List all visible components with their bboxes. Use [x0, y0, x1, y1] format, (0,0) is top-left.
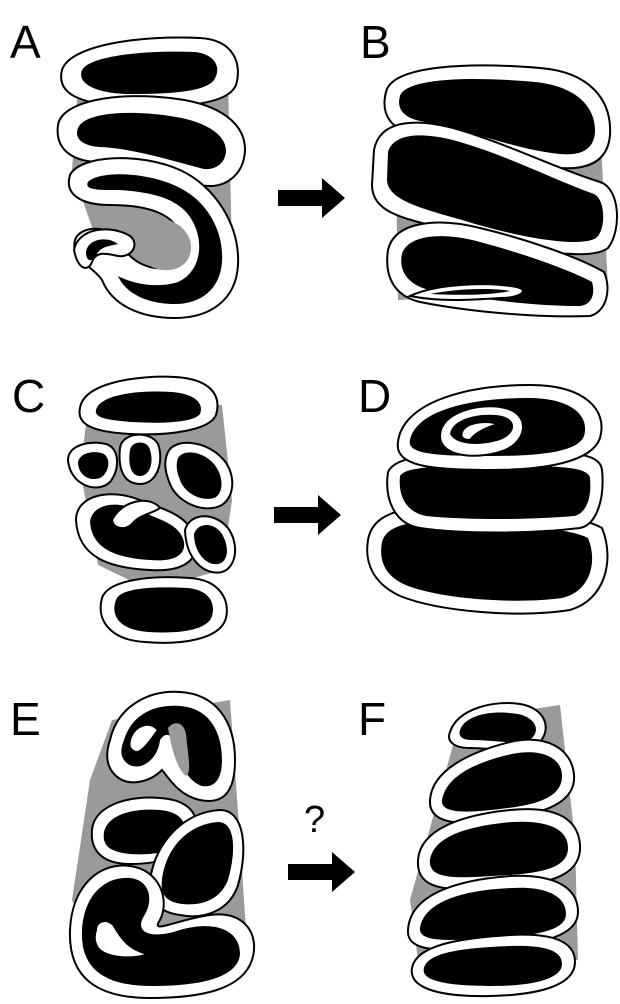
panel-a: A — [10, 16, 245, 318]
panel-label-a: A — [10, 16, 41, 68]
arrow-e-to-f: ? — [288, 799, 355, 892]
panel-d: D — [358, 370, 607, 614]
lamina-c2a — [68, 443, 117, 488]
arrow-a-to-b — [278, 178, 345, 218]
panel-label-d: D — [358, 370, 391, 422]
panel-e: E — [10, 692, 254, 998]
lamina-c4 — [101, 577, 227, 643]
panel-c: C — [12, 370, 235, 643]
panel-label-c: C — [12, 370, 45, 422]
panel-label-f: F — [358, 693, 386, 745]
panel-label-e: E — [10, 693, 41, 745]
panel-b: B — [360, 16, 617, 316]
panel-label-b: B — [360, 16, 391, 68]
arrow-c-to-d — [274, 495, 341, 535]
lamina-c1 — [79, 377, 217, 435]
lamina-c2b — [120, 435, 161, 484]
panel-f: F — [358, 693, 580, 996]
lamina-d1 — [398, 385, 602, 470]
transition-question-mark: ? — [304, 799, 325, 841]
